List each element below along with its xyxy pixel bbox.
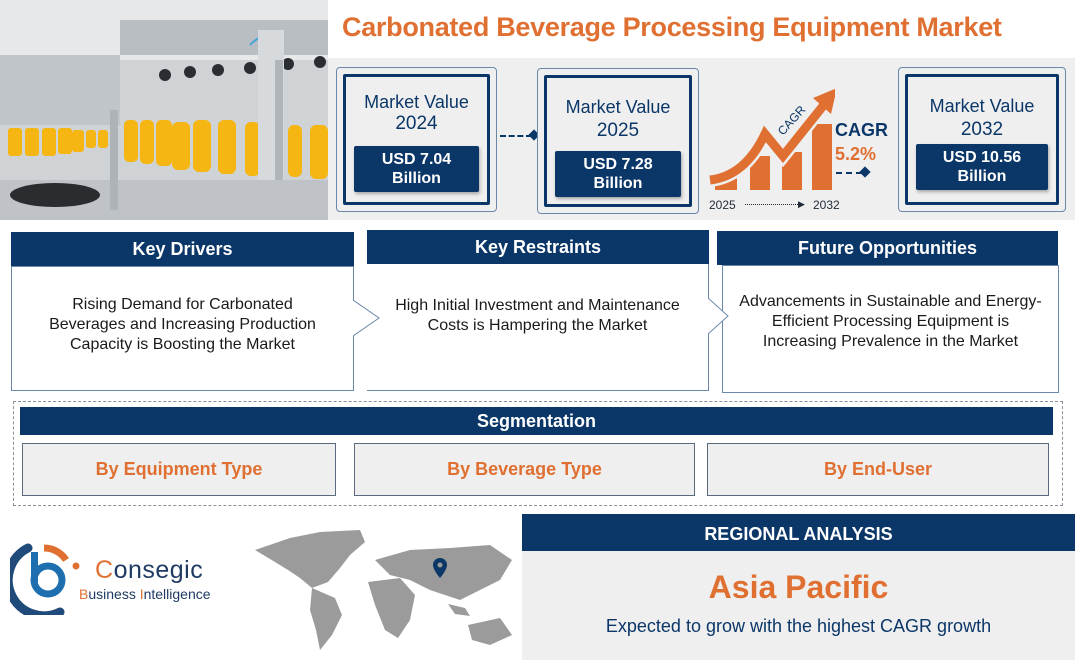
brand-tagline: Business Intelligence: [79, 586, 211, 602]
connector-line: [500, 135, 532, 137]
key-restraints-header: Key Restraints: [367, 230, 709, 264]
region-name: Asia Pacific: [708, 569, 889, 605]
regional-analysis-panel: Asia Pacific Expected to grow with the h…: [522, 551, 1075, 660]
cagr-start-year: 2025: [709, 198, 736, 212]
bottling-line-illustration: [0, 0, 328, 220]
market-value-year: 2024: [395, 113, 438, 134]
cagr-growth-graphic: CAGR: [705, 84, 837, 196]
segment-equipment-type[interactable]: By Equipment Type: [22, 443, 336, 496]
key-drivers-header: Key Drivers: [11, 232, 354, 266]
region-note: Expected to grow with the highest CAGR g…: [605, 616, 992, 636]
future-opportunities-card: Advancements in Sustainable and Energy-E…: [722, 265, 1059, 393]
cagr-value: 5.2%: [835, 144, 877, 164]
market-value-amount: USD 7.04 Billion: [354, 146, 479, 192]
future-opportunities-header: Future Opportunities: [717, 231, 1058, 265]
market-value-2032-card: Market Value 2032 USD 10.56 Billion: [898, 67, 1066, 212]
market-value-label: Market Value: [364, 92, 469, 112]
world-map: [250, 520, 518, 655]
brand-name: Consegic: [95, 556, 204, 584]
market-value-label: Market Value: [565, 97, 671, 117]
segment-beverage-type[interactable]: By Beverage Type: [354, 443, 695, 496]
location-pin-icon: [433, 558, 447, 578]
market-value-2024-card: Market Value 2024 USD 7.04 Billion: [336, 67, 497, 212]
timeline-arrow-icon: ▶: [798, 199, 805, 209]
market-value-year: 2025: [596, 120, 640, 141]
future-opportunities-text: Advancements in Sustainable and Energy-E…: [739, 293, 1042, 350]
cagr-label: CAGR: [835, 120, 888, 140]
consegic-logo-icon: [3, 540, 80, 621]
key-drivers-card: Rising Demand for Carbonated Beverages a…: [11, 266, 354, 391]
key-restraints-text: High Initial Investment and Maintenance …: [395, 297, 680, 334]
growth-arrow-icon: CAGR: [708, 88, 837, 190]
chevron-right-icon: [353, 300, 380, 336]
hero-image: [0, 0, 328, 220]
key-drivers-text: Rising Demand for Carbonated Beverages a…: [49, 296, 316, 353]
chevron-right-icon: [708, 298, 729, 334]
market-value-label: Market Value: [929, 96, 1035, 116]
cagr-end-year: 2032: [813, 198, 840, 212]
market-value-year: 2032: [960, 119, 1004, 140]
segment-end-user[interactable]: By End-User: [707, 443, 1049, 496]
market-value-amount: USD 10.56 Billion: [916, 144, 1048, 190]
segmentation-frame: [13, 401, 1063, 506]
segmentation-header: Segmentation: [20, 407, 1053, 435]
regional-analysis-header: REGIONAL ANALYSIS: [522, 514, 1075, 551]
market-value-amount: USD 7.28 Billion: [555, 151, 681, 197]
connector-line: [836, 172, 862, 174]
key-restraints-card: High Initial Investment and Maintenance …: [367, 264, 709, 391]
timeline-line: [745, 204, 800, 205]
page-title: Carbonated Beverage Processing Equipment…: [342, 12, 1002, 42]
market-value-2025-card: Market Value 2025 USD 7.28 Billion: [537, 68, 699, 214]
